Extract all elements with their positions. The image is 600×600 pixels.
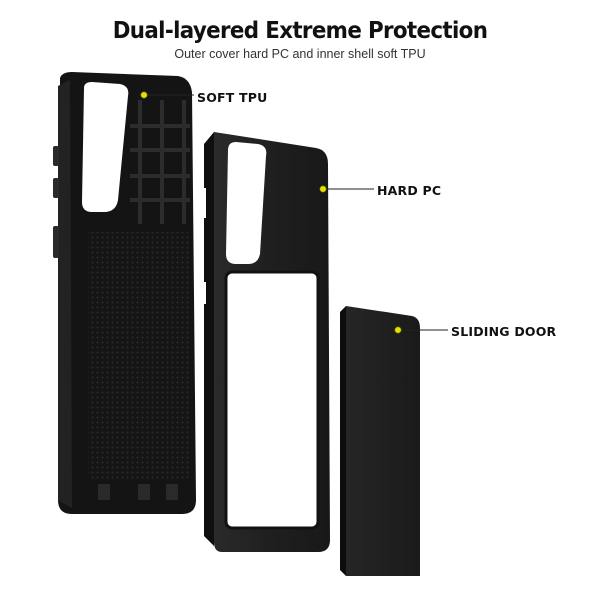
callout-lines [145, 94, 448, 331]
label-sliding-door: SLIDING DOOR [451, 324, 557, 339]
label-hard-pc: HARD PC [377, 183, 442, 198]
page-title: Dual-layered Extreme Protection [112, 18, 488, 44]
page-subtitle: Outer cover hard PC and inner shell soft… [174, 47, 426, 61]
hard-pc-cover [201, 132, 330, 552]
sliding-door [340, 306, 420, 576]
label-soft-tpu: SOFT TPU [197, 90, 268, 105]
callout-markers [140, 91, 402, 334]
soft-tpu-shell [53, 72, 196, 514]
